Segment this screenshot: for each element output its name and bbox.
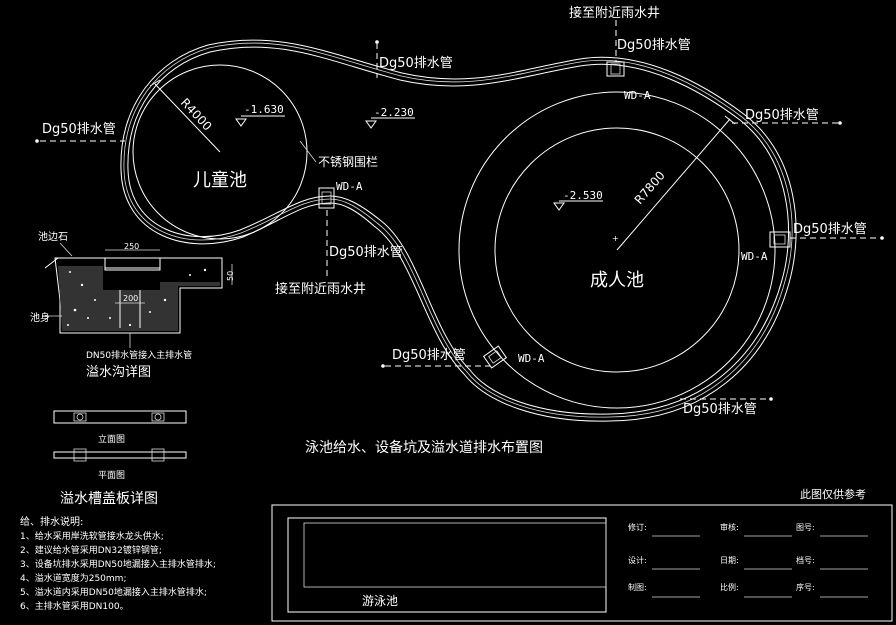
adult-pool-wall	[494, 127, 740, 373]
cover-detail-title: 溢水槽盖板详图	[60, 491, 158, 507]
svg-text:1、给水采用岸洗软管接水龙头供水;: 1、给水采用岸洗软管接水龙头供水;	[20, 530, 164, 542]
svg-text:WD-A: WD-A	[741, 250, 768, 263]
svg-text:3、设备坑排水采用DN50地漏接入主排水管排水;: 3、设备坑排水采用DN50地漏接入主排水管排水;	[20, 558, 216, 570]
svg-text:修订:: 修订:	[628, 522, 647, 532]
svg-text:设计:: 设计:	[628, 555, 647, 565]
well-top: 接至附近雨水井 Dg50排水管 WD-A	[569, 5, 691, 102]
adult-pool: R7800 成人池 +	[458, 91, 776, 409]
overflow-channel	[120, 39, 797, 422]
svg-text:WD-A: WD-A	[336, 180, 363, 193]
svg-text:池身: 池身	[30, 311, 50, 324]
svg-text:WD-A: WD-A	[624, 89, 651, 102]
adult-pool-outer-deck	[458, 91, 776, 409]
svg-text:DN50排水管接入主排水管: DN50排水管接入主排水管	[86, 349, 192, 361]
svg-text:Dg50排水管: Dg50排水管	[42, 122, 116, 137]
svg-text:给、排水说明:: 给、排水说明:	[20, 515, 83, 528]
cover-plate-detail: 立面图 平面图 溢水槽盖板详图	[53, 410, 187, 507]
drain-pipe-right-top: Dg50排水管	[732, 108, 842, 125]
adult-pool-radius-label: R7800	[632, 168, 668, 207]
overflow-detail-title: 溢水沟详图	[86, 365, 151, 380]
svg-text:审核:: 审核:	[720, 522, 739, 532]
svg-text:日期:: 日期:	[720, 556, 739, 565]
kids-railing-label: 不锈钢围栏	[318, 154, 378, 169]
svg-text:4、溢水道宽度为250mm;: 4、溢水道宽度为250mm;	[20, 572, 126, 584]
kids-pool-radius-line	[154, 83, 221, 153]
svg-text:接至附近雨水井: 接至附近雨水井	[569, 5, 660, 21]
drain-pipe-top: Dg50排水管	[375, 40, 453, 78]
well-bottom: Dg50排水管 WD-A	[381, 345, 545, 369]
svg-text:制图:: 制图:	[628, 582, 647, 592]
svg-text:池边石: 池边石	[38, 230, 68, 243]
adult-pool-radius-line	[616, 118, 731, 251]
svg-text:Dg50排水管: Dg50排水管	[617, 38, 691, 53]
kids-pool-wall	[132, 64, 308, 240]
drain-pipe-left: Dg50排水管	[35, 122, 125, 143]
kids-pool: R4000 儿童池 不锈钢围栏	[132, 64, 378, 240]
well-right: Dg50排水管 WD-A	[741, 222, 884, 263]
svg-text:Dg50排水管: Dg50排水管	[745, 108, 819, 123]
svg-text:立面图: 立面图	[98, 433, 125, 445]
svg-text:50: 50	[226, 271, 235, 281]
reference-note: 此图仅供参考	[800, 487, 866, 501]
svg-text:Dg50排水管: Dg50排水管	[392, 348, 466, 363]
level-mark-2: -2.230	[365, 106, 415, 129]
svg-text:-1.630: -1.630	[244, 103, 284, 116]
level-mark-1: -1.630	[235, 103, 285, 127]
drain-pipe-bottom-right: Dg50排水管	[680, 397, 773, 417]
svg-text:序号:: 序号:	[796, 582, 815, 592]
svg-text:250: 250	[124, 242, 139, 251]
svg-text:200: 200	[123, 294, 138, 303]
overflow-channel-detail: 池边石 池身 250 200 50 DN50排水管接入主排水管 溢水沟详图	[30, 230, 235, 380]
svg-text:WD-A: WD-A	[518, 352, 545, 365]
svg-text:2、建议给水管采用DN32镀锌钢管;: 2、建议给水管采用DN32镀锌钢管;	[20, 544, 162, 556]
kids-pool-name: 儿童池	[193, 170, 247, 191]
adult-pool-name: 成人池	[590, 270, 644, 291]
svg-text:Dg50排水管: Dg50排水管	[683, 402, 757, 417]
svg-text:-2.230: -2.230	[374, 106, 414, 119]
level-mark-3: -2.530	[553, 189, 603, 211]
title-block: 游泳池 修订: 审核: 图号: 设计: 日期: 档号: 制图: 比例: 序号:	[271, 504, 893, 622]
svg-text:6、主排水管采用DN100。: 6、主排水管采用DN100。	[20, 600, 129, 612]
svg-text:Dg50排水管: Dg50排水管	[329, 245, 403, 260]
svg-text:-2.530: -2.530	[563, 189, 603, 202]
svg-text:+: +	[612, 234, 619, 243]
svg-text:平面图: 平面图	[98, 470, 125, 481]
svg-text:图号:: 图号:	[796, 523, 815, 532]
svg-text:Dg50排水管: Dg50排水管	[793, 222, 867, 237]
svg-text:Dg50排水管: Dg50排水管	[379, 56, 453, 71]
svg-text:接至附近雨水井: 接至附近雨水井	[275, 281, 366, 297]
well-middle: WD-A Dg50排水管 接至附近雨水井	[275, 180, 403, 297]
svg-text:比例:: 比例:	[720, 582, 739, 592]
project-name: 游泳池	[362, 594, 398, 608]
svg-text:5、溢水道内采用DN50地漏接入主排水管排水;: 5、溢水道内采用DN50地漏接入主排水管排水;	[20, 586, 207, 598]
plan-title: 泳池给水、设备坑及溢水道排水布置图	[305, 439, 543, 456]
svg-text:档号:: 档号:	[796, 555, 815, 565]
drainage-notes: 给、排水说明: 1、给水采用岸洗软管接水龙头供水; 2、建议给水管采用DN32镀…	[20, 515, 216, 612]
